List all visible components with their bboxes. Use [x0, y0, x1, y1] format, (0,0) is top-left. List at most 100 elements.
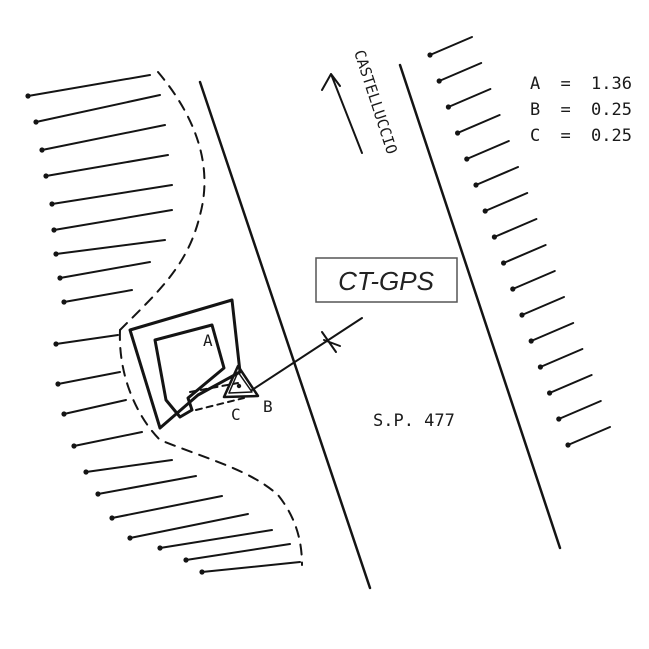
hachure-left-4 — [51, 184, 173, 205]
hachure-left-16-dot — [127, 535, 133, 541]
hachure-right-10-dot — [519, 312, 525, 318]
point-label-a: A — [203, 331, 213, 350]
hachure-right-3 — [456, 114, 501, 134]
hachure-right-3-dot — [455, 130, 461, 136]
hachure-right-15-dot — [565, 442, 571, 448]
hachure-left-5-dot — [51, 227, 57, 233]
legend-row-b: B = 0.25 — [530, 100, 632, 120]
hachure-right-15 — [567, 426, 611, 446]
hachure-left-15 — [111, 495, 223, 519]
point-label-c: C — [231, 405, 241, 424]
hachure-left-15-dot — [109, 515, 115, 521]
hachure-right-13 — [548, 374, 593, 394]
hachure-right-11-dot — [528, 338, 534, 344]
hachure-right-12 — [539, 348, 584, 368]
hachure-right-2 — [447, 88, 492, 108]
hachure-left-8 — [63, 289, 133, 303]
hachure-right-13-dot — [547, 390, 553, 396]
hachure-left-13 — [85, 459, 173, 473]
hachure-left-4-dot — [49, 201, 55, 207]
leader-arrow-tick — [321, 331, 341, 353]
hachure-left-10-dot — [55, 381, 61, 387]
hachure-left-19-dot — [199, 569, 205, 575]
legend-key-b: B — [530, 100, 540, 120]
hachure-right-11 — [530, 322, 575, 342]
station-label: CT-GPS — [338, 266, 434, 296]
legend-value-c: 0.25 — [591, 126, 632, 146]
hachure-left-14 — [97, 475, 197, 495]
hachure-left-12 — [73, 431, 143, 447]
hachure-right-0 — [429, 36, 473, 56]
hachure-right-10 — [521, 296, 565, 316]
hachure-right-5 — [475, 166, 519, 186]
legend-row-c: C = 0.25 — [530, 126, 632, 146]
hachure-left-2-dot — [39, 147, 45, 153]
hachure-left-7-dot — [57, 275, 63, 281]
building-inner-outline — [153, 323, 226, 419]
legend-value-b: 0.25 — [591, 100, 632, 120]
hachure-right-6 — [484, 192, 529, 212]
hachure-right-4-dot — [464, 156, 470, 162]
hachure-right-7-dot — [491, 234, 497, 240]
hachure-right-9-dot — [510, 286, 516, 292]
hachure-right-2-dot — [445, 104, 451, 110]
hachure-left-11 — [63, 399, 127, 415]
measurement-legend: A = 1.36 B = 0.25 C = 0.25 — [530, 74, 632, 146]
hachure-right-1-dot — [436, 78, 442, 84]
hachure-right-14-dot — [556, 416, 562, 422]
hachure-left-6 — [55, 239, 166, 255]
slope-edge-dashed-upper — [119, 71, 206, 331]
hachure-left-13-dot — [83, 469, 89, 475]
slope-hachures-left — [25, 74, 301, 575]
building-outer-outline — [128, 298, 242, 430]
hachure-left-12-dot — [71, 443, 77, 449]
hachure-left-1 — [35, 94, 161, 123]
hachure-left-18 — [185, 543, 291, 561]
hachure-left-14-dot — [95, 491, 101, 497]
hachure-right-4 — [465, 140, 510, 160]
hachure-right-8 — [502, 244, 547, 264]
measure-line-c — [195, 397, 245, 411]
legend-value-a: 1.36 — [591, 74, 632, 94]
hachure-left-0 — [27, 74, 151, 97]
hachure-right-0-dot — [427, 52, 433, 58]
hachure-left-9-dot — [53, 341, 59, 347]
legend-eq-a: = — [561, 74, 571, 94]
hachure-left-2 — [41, 124, 166, 151]
hachure-right-12-dot — [537, 364, 544, 370]
hachure-left-11-dot — [61, 411, 67, 417]
hachure-left-6-dot — [53, 251, 59, 257]
gps-station-triangle-icon — [222, 364, 260, 399]
hachure-right-5-dot — [473, 182, 479, 188]
hachure-right-7 — [493, 218, 538, 238]
legend-eq-c: = — [561, 126, 571, 146]
hachure-left-18-dot — [183, 557, 189, 563]
station-leader-line — [251, 317, 363, 391]
legend-key-a: A — [530, 74, 540, 94]
hachure-left-5 — [53, 209, 173, 231]
hachure-right-14 — [557, 400, 602, 420]
hachure-left-8-dot — [61, 299, 67, 305]
measure-line-b — [189, 382, 239, 393]
road-label: S.P. 477 — [373, 411, 455, 431]
road-edge-right — [398, 63, 562, 550]
legend-key-c: C — [530, 126, 540, 146]
legend-eq-b: = — [561, 100, 571, 120]
hachure-right-8-dot — [501, 260, 507, 266]
road-edge-left — [198, 80, 372, 590]
hachure-right-6-dot — [482, 208, 488, 214]
hachure-left-16 — [129, 513, 249, 539]
slope-hachures-right — [427, 36, 611, 448]
hachure-left-17-dot — [157, 545, 163, 551]
point-label-b: B — [263, 397, 273, 416]
hachure-right-1 — [438, 62, 483, 82]
hachure-left-19 — [201, 561, 301, 573]
hachure-right-9 — [511, 270, 556, 290]
hachure-left-9 — [55, 334, 119, 345]
north-arrow-icon — [321, 73, 363, 154]
hachure-left-1-dot — [33, 119, 39, 125]
legend-row-a: A = 1.36 — [530, 74, 632, 94]
station-label-box — [315, 257, 458, 303]
hachure-left-7 — [59, 261, 151, 279]
